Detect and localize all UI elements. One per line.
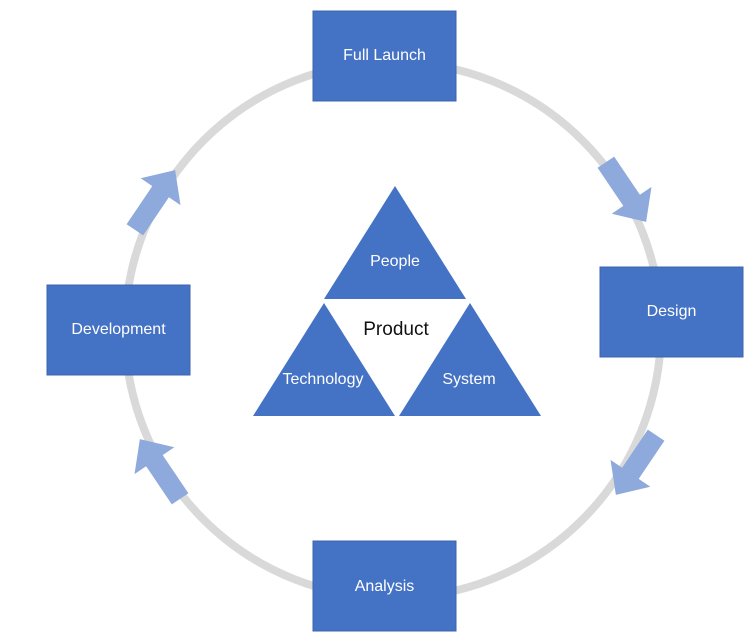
arrow-icon [610,429,665,495]
arrow-icon [597,156,652,222]
stage-development-label: Development [71,321,166,338]
cycle-arrow-design-to-analysis [610,429,665,495]
product-center-label: Product [363,319,429,340]
cycle-arrow-development-to-launch [126,170,181,236]
triangle-people-label: People [370,253,420,270]
stage-analysis-box [312,540,457,632]
arrow-icon [126,170,181,236]
triangle-system-label: System [442,371,495,388]
stage-analysis-label: Analysis [355,578,415,595]
stage-development-box [46,284,191,376]
stage-full-launch-label: Full Launch [343,47,426,64]
triangle-technology-label: Technology [283,371,364,388]
cycle-arrow-launch-to-design [597,156,652,222]
triangle-system [399,303,541,416]
stage-full-launch-box [312,10,457,102]
triangle-technology [253,303,395,416]
stage-design-label: Design [647,303,697,320]
stage-development: Development [46,284,191,376]
stage-full-launch: Full Launch [312,10,457,102]
stage-analysis: Analysis [312,540,457,632]
product-triad: People Technology System Product [253,186,541,416]
stage-design-box [599,266,744,358]
cycle-arrow-analysis-to-development [134,439,189,505]
stage-design: Design [599,266,744,358]
triangle-people [324,186,466,299]
arrow-icon [134,439,189,505]
